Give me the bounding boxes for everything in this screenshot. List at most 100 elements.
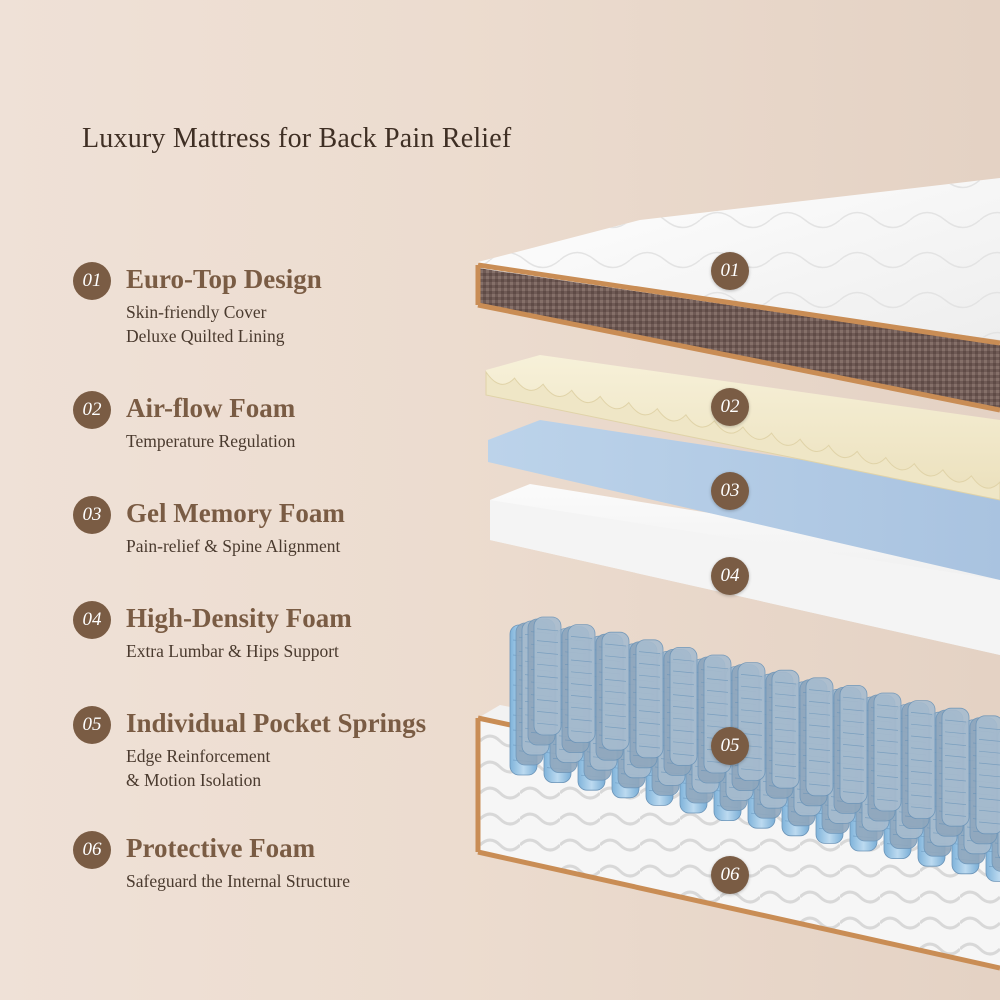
feature-title: Euro-Top Design bbox=[126, 264, 322, 294]
spring-coil-line bbox=[842, 744, 865, 747]
spring-coil bbox=[567, 624, 596, 743]
spring-coil-line bbox=[570, 671, 593, 675]
spring-coil bbox=[907, 700, 936, 819]
spring-coil-line bbox=[706, 666, 729, 670]
spring-coil-line bbox=[876, 751, 899, 755]
spring-coil-line bbox=[672, 658, 695, 662]
spring-coil-line bbox=[570, 718, 593, 722]
spring-coil-line bbox=[604, 655, 627, 659]
spring-coil-line bbox=[944, 755, 967, 758]
spring-coil-line bbox=[570, 730, 593, 734]
spring-coil-line bbox=[978, 798, 1000, 801]
spring-coil-line bbox=[604, 714, 627, 718]
spring-coil-line bbox=[774, 752, 797, 756]
spring-coil-line bbox=[978, 821, 1000, 825]
feature-description: Deluxe Quilted Lining bbox=[126, 326, 285, 346]
spring-coil-line bbox=[774, 693, 797, 697]
spring-coil-line bbox=[808, 689, 831, 692]
spring-coil-line bbox=[774, 764, 797, 767]
spring-coil-line bbox=[774, 776, 797, 779]
feature-number-badge: 01 bbox=[73, 262, 111, 300]
spring-coil-line bbox=[978, 786, 1000, 789]
spring-coil-line bbox=[638, 710, 661, 713]
feature-description: Extra Lumbar & Hips Support bbox=[126, 641, 339, 661]
spring-coil-line bbox=[910, 712, 933, 715]
spring-coil-line bbox=[536, 711, 559, 714]
spring-coil-line bbox=[774, 717, 797, 720]
spring-coil-line bbox=[604, 738, 627, 741]
spring-coil-line bbox=[672, 682, 695, 686]
spring-coil-line bbox=[910, 806, 933, 810]
spring-coil-line bbox=[876, 716, 899, 719]
feature-description: Temperature Regulation bbox=[126, 431, 296, 451]
spring-coil-line bbox=[536, 687, 559, 691]
spring-coil-line bbox=[876, 739, 899, 743]
spring-coil-line bbox=[808, 712, 831, 716]
spring-coil-line bbox=[808, 701, 831, 704]
spring-coil-line bbox=[638, 722, 661, 725]
spring-coil bbox=[975, 715, 1000, 835]
layer-badge-06: 06 bbox=[711, 856, 749, 894]
spring-coil-line bbox=[740, 709, 763, 713]
spring-coil-line bbox=[944, 719, 967, 723]
spring-coil-line bbox=[910, 782, 933, 786]
spring-coil-line bbox=[774, 740, 797, 744]
spring-coil-line bbox=[842, 767, 865, 771]
spring-coil-line bbox=[638, 733, 661, 737]
spring-coil-line bbox=[604, 667, 627, 670]
spring-coil bbox=[805, 677, 834, 797]
spring-coil-line bbox=[842, 720, 865, 724]
spring-coil-line bbox=[536, 652, 559, 655]
spring-coil-line bbox=[672, 694, 695, 697]
spring-coil-line bbox=[910, 747, 933, 751]
spring-coil-line bbox=[944, 743, 967, 746]
page-title: Luxury Mattress for Back Pain Relief bbox=[82, 123, 512, 154]
spring-coil-line bbox=[910, 771, 933, 774]
spring-coil-line bbox=[638, 686, 661, 690]
spring-coil-line bbox=[604, 726, 627, 729]
spring-coil-line bbox=[706, 678, 729, 681]
layer-badge-05: 05 bbox=[711, 727, 749, 765]
feature-title: Air-flow Foam bbox=[126, 393, 296, 423]
spring-coil-line bbox=[672, 753, 695, 756]
spring-coil-line bbox=[978, 750, 1000, 754]
spring-coil-line bbox=[604, 643, 627, 647]
layer-badge-03: 03 bbox=[711, 472, 749, 510]
layer-airflow-foam bbox=[485, 355, 1000, 501]
spring-coil-line bbox=[842, 708, 865, 712]
spring-coil-line bbox=[536, 640, 559, 643]
spring-coil-line bbox=[944, 814, 967, 817]
layer-badge-01: 01 bbox=[711, 252, 749, 290]
spring-coil-line bbox=[536, 628, 559, 632]
spring-coil-line bbox=[994, 856, 1000, 859]
spring-coil-line bbox=[638, 745, 661, 749]
spring-coil bbox=[873, 692, 902, 812]
spring-coil-line bbox=[910, 723, 933, 727]
spring-coil-line bbox=[842, 696, 865, 700]
spring-coil-line bbox=[740, 674, 763, 677]
feature-description: & Motion Isolation bbox=[126, 770, 262, 790]
feature-number-badge: 05 bbox=[73, 706, 111, 744]
spring-coil-line bbox=[808, 736, 831, 740]
spring-coil-line bbox=[876, 728, 899, 731]
spring-coil-line bbox=[638, 663, 661, 666]
spring-coil-line bbox=[808, 760, 831, 763]
feature-description: Pain-relief & Spine Alignment bbox=[126, 536, 341, 556]
feature-description: Safeguard the Internal Structure bbox=[126, 871, 351, 891]
feature-number-badge: 04 bbox=[73, 601, 111, 639]
spring-coil-line bbox=[570, 695, 593, 698]
spring-coil-line bbox=[978, 727, 1000, 730]
spring-coil-line bbox=[944, 766, 967, 770]
spring-coil-line bbox=[638, 698, 661, 702]
spring-coil-line bbox=[842, 791, 865, 794]
spring-coil-line bbox=[910, 759, 933, 762]
spring-coil bbox=[533, 616, 562, 736]
spring-coil-line bbox=[570, 647, 593, 651]
spring-coil-line bbox=[808, 783, 831, 787]
spring-coil-line bbox=[604, 690, 627, 694]
spring-coil-line bbox=[842, 779, 865, 783]
spring-coil-line bbox=[536, 663, 559, 667]
spring-coil-line bbox=[876, 763, 899, 767]
spring-coil-line bbox=[604, 702, 627, 706]
spring-coil-line bbox=[978, 739, 1000, 742]
